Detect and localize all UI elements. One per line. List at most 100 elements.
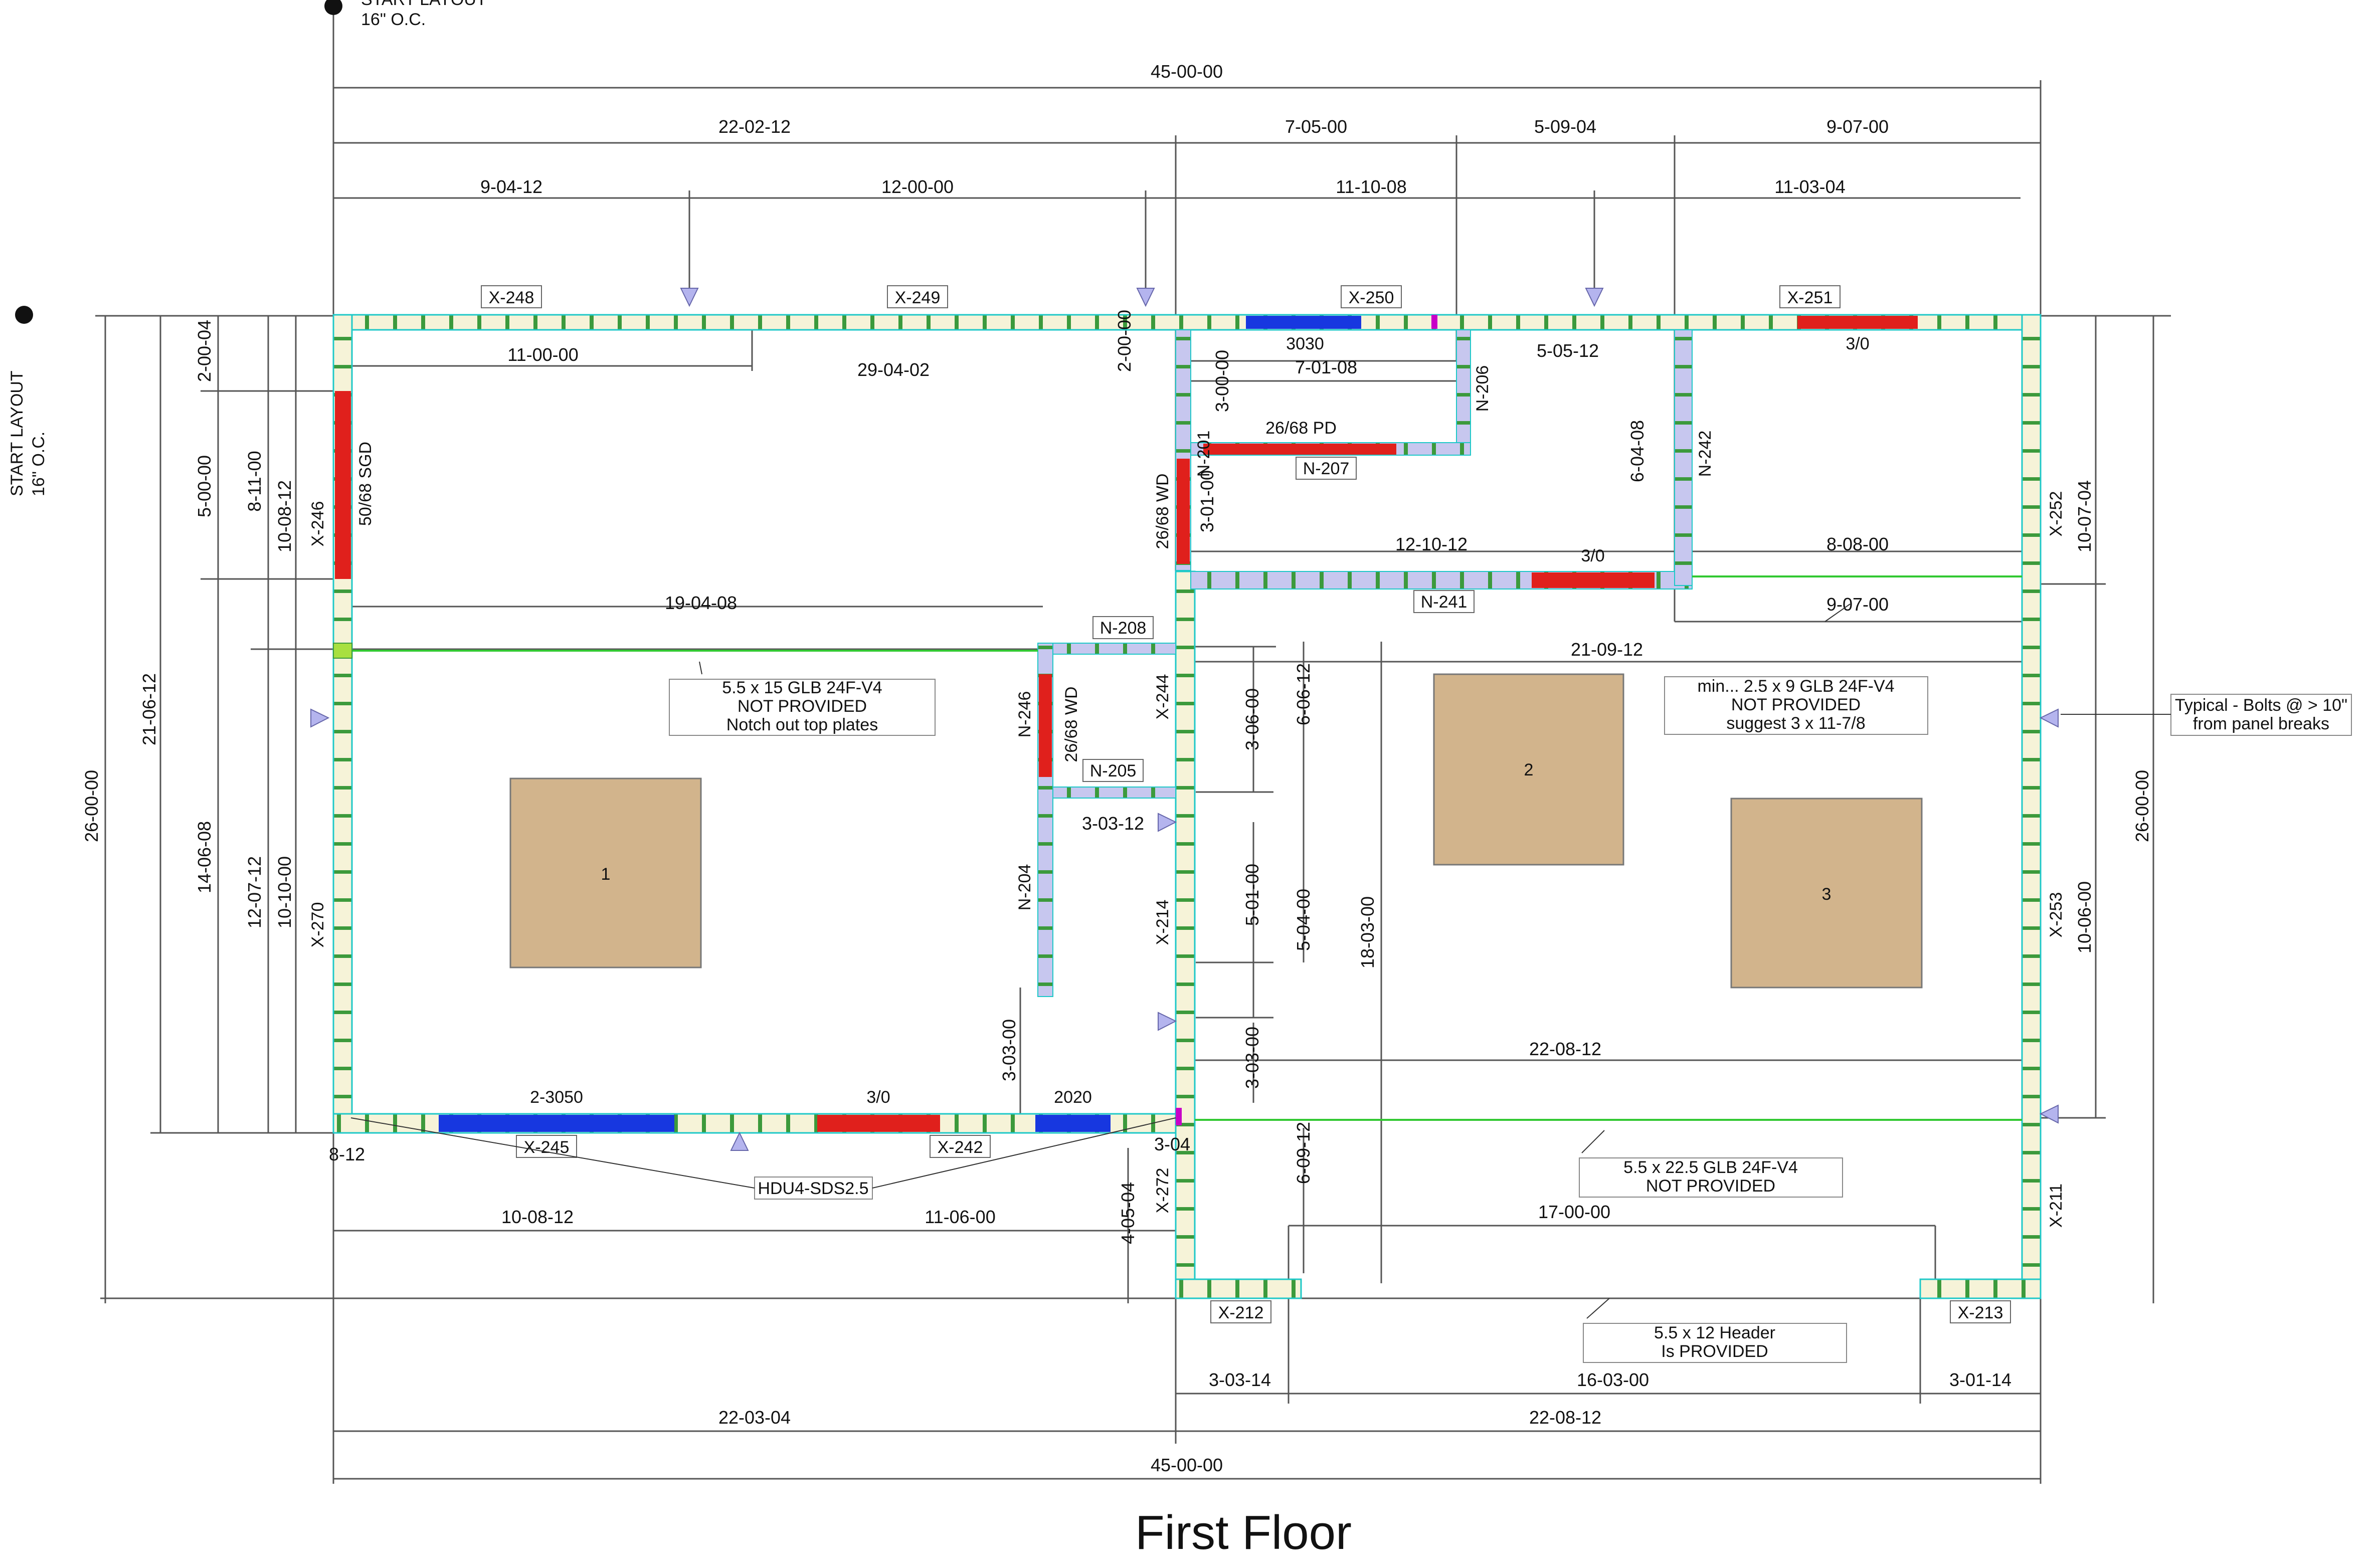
svg-text:5.5 x 12 Header: 5.5 x 12 Header: [1654, 1323, 1775, 1342]
door-3-0-bottom: [817, 1115, 940, 1132]
svg-text:9-07-00: 9-07-00: [1826, 594, 1889, 615]
svg-text:Notch out top plates: Notch out top plates: [726, 715, 878, 734]
svg-text:22-03-04: 22-03-04: [718, 1407, 791, 1428]
room-3: [1730, 798, 1923, 989]
svg-text:11-06-00: 11-06-00: [925, 1207, 995, 1227]
rooms: 1 2 3: [509, 673, 1923, 989]
start-layout-marker-left: START LAYOUT 16" O.C.: [8, 306, 48, 496]
panel-label-x-249: X-249: [887, 285, 948, 308]
note-bolts: Typical - Bolts @ > 10" from panel break…: [2170, 694, 2352, 736]
svg-text:26/68 WD: 26/68 WD: [1153, 473, 1172, 549]
door-26-68-pd: [1203, 444, 1396, 455]
room-label-2: 2: [1524, 760, 1534, 779]
page-title: First Floor: [1135, 1506, 1352, 1559]
svg-text:START LAYOUT: START LAYOUT: [8, 370, 27, 496]
panel-label-n-201: N-201: [1194, 431, 1213, 477]
bottom-dimensions: 45-00-00 22-03-04 22-08-12 3-03-14 16-03…: [501, 1202, 2011, 1475]
panel-label-x-253: X-253: [2047, 892, 2066, 938]
panel-label-n-206: N-206: [1473, 365, 1492, 412]
svg-text:5.5 x 22.5 GLB 24F-V4: 5.5 x 22.5 GLB 24F-V4: [1623, 1158, 1798, 1177]
panel-label-x-250: X-250: [1341, 285, 1402, 308]
svg-text:21-09-12: 21-09-12: [1571, 639, 1643, 660]
svg-text:5-05-12: 5-05-12: [1537, 340, 1599, 361]
leader-lines: [350, 604, 2171, 1319]
svg-text:11-00-00: 11-00-00: [507, 344, 578, 365]
svg-text:X-251: X-251: [1787, 288, 1833, 307]
panel-label-x-212: X-212: [1210, 1300, 1271, 1323]
svg-text:8-11-00: 8-11-00: [244, 451, 265, 511]
svg-text:6-04-08: 6-04-08: [1627, 420, 1647, 482]
room-1: [509, 777, 702, 968]
svg-text:5-04-00: 5-04-00: [1293, 889, 1314, 951]
panel-label-n-205: N-205: [1082, 759, 1144, 782]
svg-text:3/0: 3/0: [1846, 334, 1869, 353]
svg-text:X-212: X-212: [1218, 1303, 1264, 1322]
svg-text:19-04-08: 19-04-08: [665, 593, 737, 613]
svg-text:16-03-00: 16-03-00: [1577, 1369, 1649, 1390]
note-header: 5.5 x 12 Header Is PROVIDED: [1583, 1323, 1847, 1363]
side-dimensions: 26-00-00 21-06-12 14-06-08 12-07-12 10-1…: [81, 320, 2152, 953]
svg-text:N-201: N-201: [1194, 431, 1213, 477]
svg-text:X-245: X-245: [524, 1138, 570, 1157]
beam-lines: [352, 575, 2022, 1121]
panel-label-x-272: X-272: [1153, 1168, 1172, 1214]
panel-label-x-251: X-251: [1779, 285, 1841, 308]
svg-text:12-10-12: 12-10-12: [1395, 534, 1468, 554]
svg-text:START LAYOUT: START LAYOUT: [361, 0, 487, 9]
svg-text:Typical - Bolts @ > 10": Typical - Bolts @ > 10": [2175, 696, 2347, 715]
svg-text:50/68 SGD: 50/68 SGD: [356, 442, 375, 526]
svg-text:5.5 x 15 GLB 24F-V4: 5.5 x 15 GLB 24F-V4: [722, 678, 882, 697]
svg-text:9-04-12: 9-04-12: [480, 176, 542, 197]
start-layout-marker-top: START LAYOUT 16" O.C.: [324, 0, 487, 29]
svg-text:X-211: X-211: [2047, 1184, 2066, 1228]
svg-text:X-253: X-253: [2047, 892, 2066, 938]
svg-text:3-06-00: 3-06-00: [1242, 688, 1262, 750]
svg-text:5-00-00: 5-00-00: [194, 455, 215, 517]
svg-text:NOT PROVIDED: NOT PROVIDED: [1731, 695, 1861, 714]
svg-text:12-00-00: 12-00-00: [881, 176, 954, 197]
svg-text:X-214: X-214: [1153, 900, 1172, 945]
svg-text:16" O.C.: 16" O.C.: [29, 432, 48, 496]
svg-text:10-10-00: 10-10-00: [274, 856, 295, 928]
svg-text:5-09-04: 5-09-04: [1534, 116, 1596, 137]
panel-label-x-246: X-246: [308, 501, 327, 547]
opening-labels: 3030 3/0 50/68 SGD 26/68 PD 26/68 WD 3/0…: [356, 334, 1870, 1107]
svg-text:N-242: N-242: [1696, 431, 1715, 477]
svg-text:N-207: N-207: [1303, 459, 1350, 478]
svg-text:10-08-12: 10-08-12: [501, 1207, 574, 1227]
svg-text:X-213: X-213: [1958, 1303, 2003, 1322]
svg-text:3-03-00: 3-03-00: [1242, 1027, 1262, 1089]
panel-label-x-270: X-270: [308, 902, 327, 948]
svg-text:16" O.C.: 16" O.C.: [361, 10, 426, 29]
svg-text:X-248: X-248: [489, 288, 534, 307]
svg-text:2-3050: 2-3050: [530, 1088, 583, 1107]
svg-text:N-204: N-204: [1015, 864, 1034, 911]
svg-text:8-08-00: 8-08-00: [1826, 534, 1889, 554]
svg-text:NOT PROVIDED: NOT PROVIDED: [738, 697, 867, 716]
panel-label-n-241: N-241: [1413, 590, 1475, 613]
openings: [335, 315, 1918, 1132]
panel-label-n-246: N-246: [1015, 691, 1034, 738]
room-2: [1433, 673, 1624, 866]
interior-dimensions: 11-00-00 29-04-02 19-04-08 2-00-00 3-00-…: [329, 310, 1889, 1244]
window-2-3050: [439, 1115, 674, 1132]
panel-label-n-204: N-204: [1015, 864, 1034, 911]
panel-label-n-208: N-208: [1092, 616, 1154, 639]
svg-text:8-12: 8-12: [329, 1144, 365, 1164]
room-label-3: 3: [1822, 885, 1832, 904]
svg-text:N-241: N-241: [1421, 593, 1468, 612]
svg-text:9-07-00: 9-07-00: [1826, 116, 1889, 137]
panel-label-x-211: X-211: [2047, 1184, 2066, 1228]
svg-text:NOT PROVIDED: NOT PROVIDED: [1646, 1177, 1775, 1196]
layout-arrows: [310, 288, 2059, 1151]
panel-label-x-244: X-244: [1153, 674, 1172, 720]
svg-text:3-03-14: 3-03-14: [1209, 1369, 1271, 1390]
svg-text:10-06-00: 10-06-00: [2074, 881, 2095, 953]
svg-text:N-208: N-208: [1100, 619, 1147, 638]
svg-text:N-246: N-246: [1015, 691, 1034, 738]
svg-text:11-10-08: 11-10-08: [1336, 176, 1406, 197]
panel-label-x-248: X-248: [481, 285, 542, 308]
window-3030: [1246, 316, 1361, 329]
svg-text:2020: 2020: [1054, 1088, 1092, 1107]
note-beam-bottom: 5.5 x 22.5 GLB 24F-V4 NOT PROVIDED: [1579, 1157, 1843, 1198]
